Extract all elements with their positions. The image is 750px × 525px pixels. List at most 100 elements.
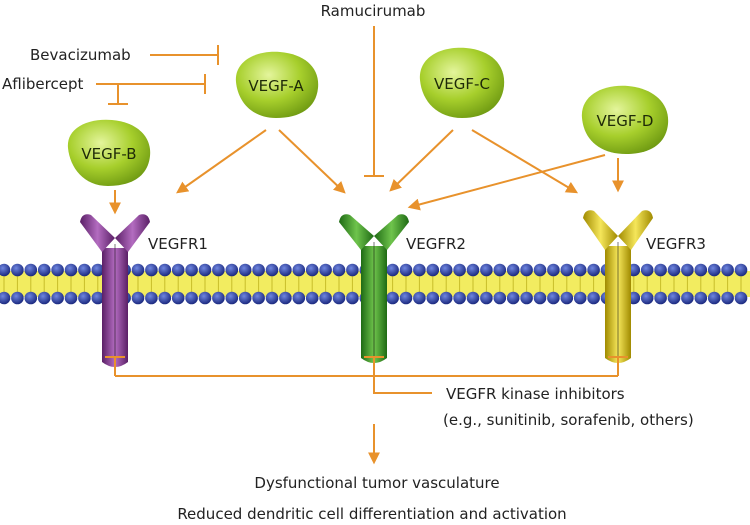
membrane-head-inner [319,291,332,305]
membrane-head-outer [386,263,399,277]
membrane-head-inner [131,291,145,305]
arrow-vegfa-to-vegfr1 [176,129,267,194]
inhibition-lines [96,26,628,394]
membrane-head-inner [51,291,64,305]
membrane-head-inner [225,291,239,305]
membrane-head-outer [158,263,172,277]
membrane-head-inner [279,291,292,305]
membrane-head-inner [185,291,198,305]
membrane-lipid-tails [3,274,742,294]
membrane-head-outer [91,263,105,277]
membrane-head-outer [78,263,91,277]
r1-right-arm [115,214,150,252]
membrane-head-outer [734,263,748,277]
membrane-head-outer [171,263,185,277]
r1-stem [102,248,128,367]
membrane-head-outer [399,263,413,277]
vegfr1-receptor [80,214,150,367]
membrane-head-inner [332,291,346,305]
membrane-head-outer [453,263,466,277]
membrane-head-inner [734,291,748,305]
aflibercept-label: Aflibercept [2,75,83,93]
vegfr1-label: VEGFR1 [148,235,208,253]
membrane-head-outer [0,263,11,277]
ramucirumab-inhibitor-line [364,26,384,177]
arrow-vegfd-to-vegfr2 [407,154,606,211]
membrane-head-inner [654,291,667,305]
arrow-vegfa-to-vegfr2 [278,129,346,194]
membrane-head-inner [694,291,708,305]
membrane-head-inner [11,291,24,305]
membrane-head-outer [694,263,708,277]
membrane-head-inner [480,291,493,305]
membrane-head-inner [721,291,734,305]
r2-stem [361,246,387,363]
membrane-head-outer [466,263,480,277]
membrane-head-outer [319,263,332,277]
membrane-head-outer [707,263,721,277]
membrane-head-outer [185,263,198,277]
membrane-head-outer [37,263,51,277]
membrane-head-outer [413,263,426,277]
membrane-head-inner [238,291,252,305]
membrane-head-outer [506,263,520,277]
membrane-head-outer [533,263,547,277]
membrane-head-inner [493,291,507,305]
membrane-head-inner [640,291,654,305]
membrane-head-inner [681,291,694,305]
vegf-a-ligand: VEGF-A [235,51,319,118]
membrane-head-outer [225,263,239,277]
membrane-head-inner [145,291,158,305]
membrane-head-inner [0,291,11,305]
vegf-b-ligand: VEGF-B [67,119,151,186]
vegf-c-ligand: VEGF-C [419,47,505,118]
r3-right-arm [618,210,653,250]
kinase-inhibitors-label: VEGFR kinase inhibitors [446,385,625,403]
membrane-head-outer [439,263,453,277]
membrane-head-outer [520,263,533,277]
membrane-head-outer [252,263,265,277]
membrane-head-outer [279,263,292,277]
vegfr2-receptor [339,214,409,363]
vegf-b-label: VEGF-B [81,145,136,163]
vegf-d-blob [581,85,669,154]
membrane-head-inner [171,291,185,305]
membrane-head-outer [573,263,587,277]
membrane-head-inner [560,291,574,305]
vegf-b-blob [67,119,151,186]
vegf-c-label: VEGF-C [434,75,490,93]
membrane-head-outer [305,263,319,277]
kinase-inhibitor-bracket [105,356,628,394]
membrane-head-outer [212,263,225,277]
r1-left-arm [80,214,115,252]
vegf-c-blob [419,47,505,118]
r2-right-arm [374,214,409,250]
membrane-head-inner [707,291,721,305]
membrane-head-inner [466,291,480,305]
membrane-head-inner [37,291,51,305]
membrane-head-inner [305,291,319,305]
bevacizumab-inhibitor-line [150,45,219,65]
kinase-inhibitors-examples: (e.g., sunitinib, sorafenib, others) [443,411,694,429]
receptors [80,210,653,367]
membrane-head-outer [480,263,493,277]
membrane-head-inner [198,291,212,305]
membrane-head-outer [547,263,560,277]
bevacizumab-label: Bevacizumab [30,46,131,64]
membrane-head-inner [24,291,38,305]
membrane-head-outer [560,263,574,277]
membrane-head-inner [399,291,413,305]
membrane-head-inner [533,291,547,305]
membrane-head-inner [413,291,426,305]
membrane-head-outer [198,263,212,277]
ramucirumab-label: Ramucirumab [321,2,426,20]
membrane-head-outer [346,263,359,277]
membrane-head-inner [158,291,172,305]
membrane-head-inner [426,291,440,305]
membrane-head-inner [520,291,533,305]
membrane-head-outer [265,263,279,277]
outcome-dendritic-cells: Reduced dendritic cell differentiation a… [177,505,566,523]
membrane-head-inner [573,291,587,305]
membrane-head-inner [78,291,91,305]
